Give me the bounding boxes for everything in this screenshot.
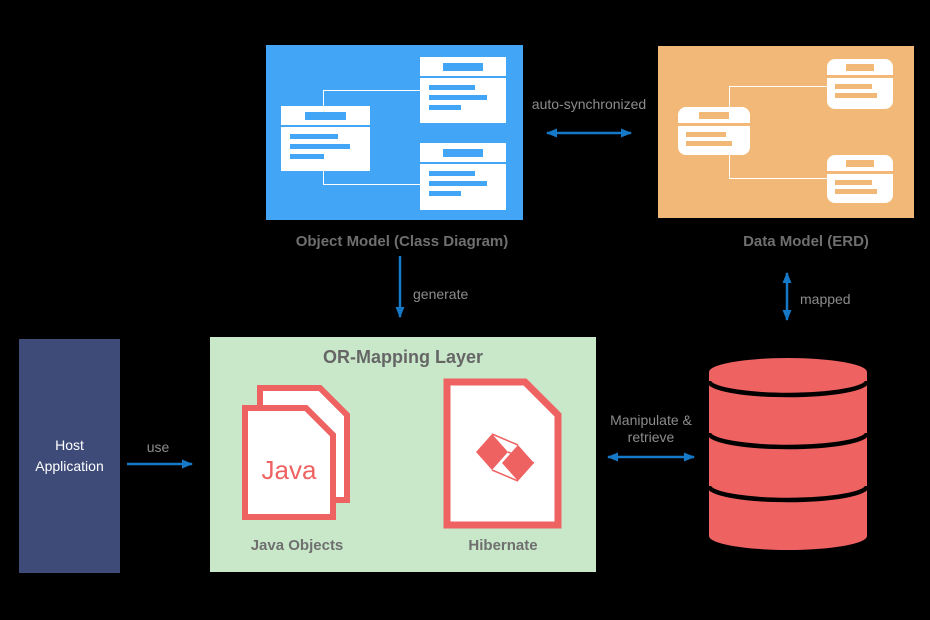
entity-shape — [678, 107, 750, 155]
class-shape — [420, 57, 506, 123]
hibernate-document-icon — [443, 378, 562, 529]
manipulate-retrieve-label: Manipulate & retrieve — [610, 412, 692, 445]
data-model-caption: Data Model (ERD) — [743, 233, 869, 250]
entity-connector-line — [729, 86, 827, 87]
entity-connector-line — [729, 178, 827, 179]
class-connector-line — [323, 184, 420, 185]
placeholder-line — [835, 189, 877, 194]
placeholder-line — [290, 144, 350, 149]
class-connector-line — [323, 90, 420, 91]
placeholder-line — [429, 95, 487, 100]
placeholder-line — [429, 85, 476, 90]
placeholder-line — [835, 84, 872, 89]
object-model-caption: Object Model (Class Diagram) — [295, 233, 509, 250]
java-objects-caption: Java Objects — [250, 537, 344, 554]
class-body — [281, 127, 370, 171]
hibernate-cube-icon — [476, 433, 535, 482]
placeholder-line — [429, 191, 462, 196]
entity-title-bar — [678, 107, 750, 123]
mapped-label: mapped — [800, 291, 851, 307]
entity-title-bar — [827, 59, 893, 75]
database-separator — [706, 432, 870, 450]
entity-shape — [827, 155, 893, 203]
entity-body — [678, 126, 750, 155]
placeholder-line — [686, 132, 727, 137]
class-body — [420, 164, 506, 210]
class-title-bar — [281, 106, 370, 125]
entity-body — [827, 78, 893, 109]
database-icon — [706, 358, 870, 550]
or-mapping-layer-panel: OR-Mapping Layer Java Java Objects — [210, 337, 596, 572]
object-model-panel — [266, 45, 523, 220]
cube-facet-right — [502, 445, 534, 481]
or-mapping-layer-title: OR-Mapping Layer — [322, 347, 483, 367]
entity-title-bar — [827, 155, 893, 171]
or-mapping-icons: Java — [242, 378, 562, 529]
placeholder-line — [835, 180, 872, 185]
class-shape — [420, 143, 506, 210]
generate-label: generate — [413, 286, 469, 302]
hibernate-caption: Hibernate — [468, 537, 538, 554]
placeholder-bar — [443, 148, 483, 157]
entity-body — [827, 174, 893, 203]
database-separator — [706, 380, 870, 398]
java-documents-icon: Java — [242, 385, 350, 520]
java-document-front — [242, 405, 336, 520]
placeholder-line — [429, 171, 476, 176]
class-title-bar — [420, 143, 506, 162]
host-application-box: Host Application — [19, 339, 120, 573]
placeholder-line — [290, 154, 324, 159]
use-label: use — [146, 439, 170, 455]
java-doc-text: Java — [262, 455, 317, 485]
database-separator — [706, 485, 870, 503]
placeholder-bar — [846, 63, 874, 71]
database-body — [709, 358, 867, 550]
auto-synchronized-label: auto-synchronized — [531, 96, 647, 112]
class-connector-line — [323, 90, 324, 107]
placeholder-line — [290, 134, 338, 139]
data-model-panel — [658, 46, 914, 218]
placeholder-line — [429, 181, 487, 186]
class-title-bar — [420, 57, 506, 76]
entity-shape — [827, 59, 893, 109]
class-connector-line — [323, 171, 324, 185]
entity-connector-line — [729, 86, 730, 108]
placeholder-bar — [443, 62, 483, 71]
class-body — [420, 78, 506, 123]
placeholder-bar — [698, 111, 730, 119]
cube-facet-left — [476, 434, 508, 470]
placeholder-line — [835, 93, 877, 98]
host-application-label: Host Application — [35, 437, 104, 474]
entity-connector-line — [729, 153, 730, 179]
placeholder-bar — [846, 159, 874, 167]
class-shape — [281, 106, 370, 171]
placeholder-bar — [305, 111, 346, 120]
placeholder-line — [686, 141, 733, 146]
placeholder-line — [429, 105, 462, 110]
